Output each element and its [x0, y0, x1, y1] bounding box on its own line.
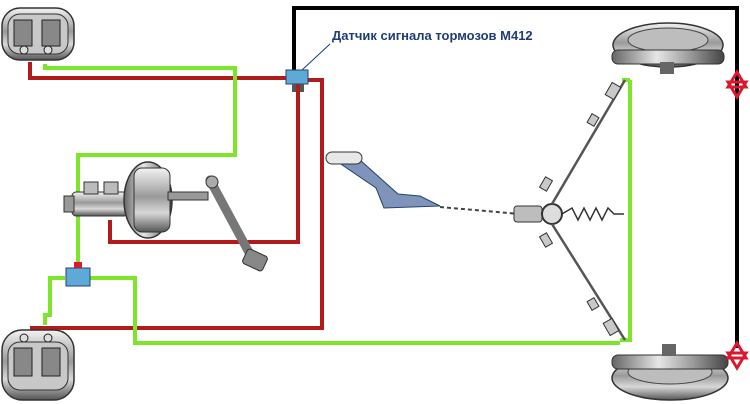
rear-left-drum-brake [611, 22, 725, 74]
cable-equalizer [513, 203, 624, 225]
brake-lamp-top [725, 69, 749, 100]
rear-brake-line [43, 64, 632, 345]
vacuum-booster [123, 161, 209, 239]
sensor-label: Датчик сигнала тормозов М412 [332, 28, 533, 43]
front-right-brake [1, 329, 75, 401]
master-cylinder [63, 181, 129, 217]
front-left-brake [1, 7, 75, 61]
parking-brake-lever [325, 151, 521, 215]
brake-pedal [205, 175, 268, 272]
pressure-regulator [65, 262, 91, 287]
brake-lamp-bottom [725, 340, 749, 371]
brake-signal-sensor [285, 69, 309, 92]
signal-wire [292, 6, 739, 348]
front-brake-line [28, 62, 324, 330]
sensor-pointer-line [301, 43, 331, 71]
rear-right-drum-brake [611, 344, 729, 401]
cable-fittings [538, 81, 622, 337]
